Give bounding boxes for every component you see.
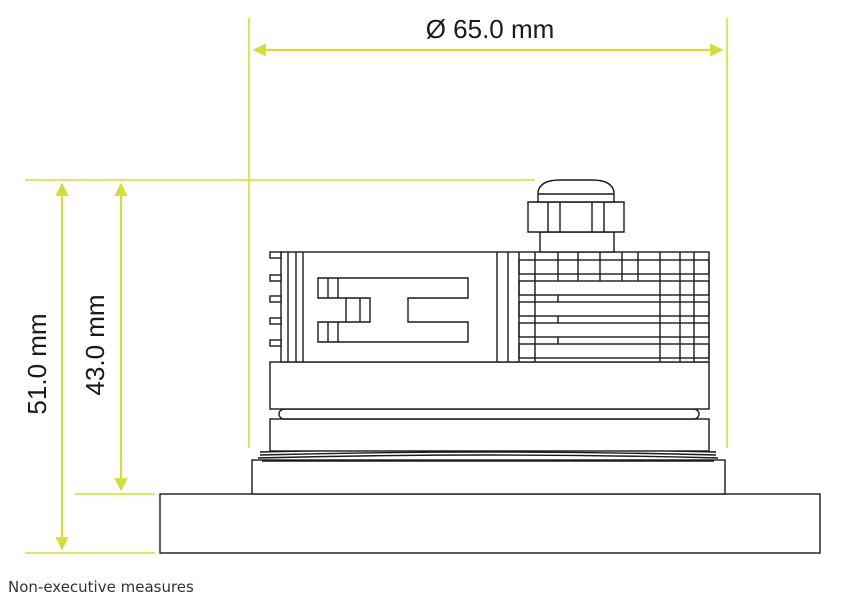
base-plate <box>159 493 821 554</box>
electronics-module <box>269 251 710 363</box>
extension-lines <box>25 18 728 554</box>
gland-nut <box>527 201 625 233</box>
cable-gland <box>527 179 625 253</box>
dimension-lines <box>55 43 724 551</box>
circuit-symbol <box>317 277 469 343</box>
o-ring <box>278 408 700 420</box>
lower-housing-ring <box>269 418 710 452</box>
drawing-caption: Non-executive measures <box>8 578 194 596</box>
left-fins <box>269 251 282 347</box>
upper-housing-ring <box>269 361 710 410</box>
total-height-dimension-label: 51.0 mm <box>22 313 52 414</box>
heat-sink-grid <box>518 252 710 362</box>
body-height-dimension-label: 43.0 mm <box>80 294 110 395</box>
gland-dome <box>537 179 615 203</box>
module-box <box>280 251 710 363</box>
gland-neck <box>539 231 615 253</box>
width-dimension-label: Ø 65.0 mm <box>426 14 555 44</box>
collar <box>251 459 726 495</box>
